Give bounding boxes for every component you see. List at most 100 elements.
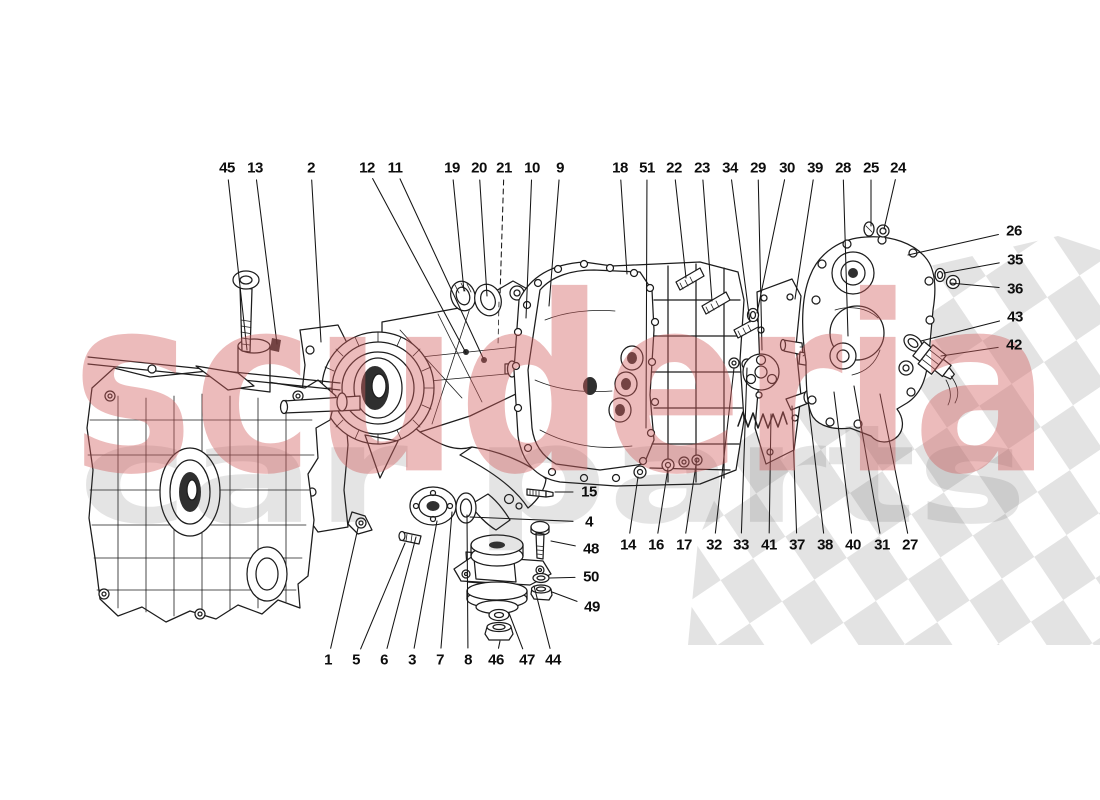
callout-4: 4 (585, 513, 593, 531)
callout-3: 3 (408, 651, 416, 669)
callout-35: 35 (1007, 251, 1023, 269)
leader-line-37 (791, 405, 798, 534)
watermark-subtitle: car parts (78, 395, 1028, 554)
leader-line-48 (550, 540, 576, 547)
leader-line-21 (499, 179, 505, 297)
nut-49 (530, 584, 553, 601)
rear-cover (802, 235, 936, 443)
callout-15: 15 (581, 483, 597, 501)
leader-line-29 (757, 179, 763, 351)
callout-10: 10 (524, 159, 540, 177)
leader-line-18 (620, 179, 628, 275)
seal-ring-20 (474, 283, 502, 317)
leader-line-17 (685, 457, 698, 534)
callout-27: 27 (902, 536, 918, 554)
leader-line-39 (794, 179, 814, 300)
leader-line-24 (883, 179, 896, 230)
callout-17: 17 (676, 536, 692, 554)
callout-42: 42 (1006, 336, 1022, 354)
callout-22: 22 (666, 159, 682, 177)
callout-14: 14 (620, 536, 636, 554)
leader-line-33 (740, 367, 748, 534)
callout-48: 48 (583, 540, 599, 558)
rear-diff-housing (86, 338, 341, 623)
nut-24 (876, 224, 890, 238)
hub-seal (455, 492, 477, 524)
callout-26: 26 (1006, 222, 1022, 240)
mount-washer-47 (488, 608, 510, 622)
leader-line-11 (399, 178, 485, 361)
leader-line-27 (879, 393, 909, 534)
callout-40: 40 (845, 536, 861, 554)
callout-46: 46 (488, 651, 504, 669)
callout-11: 11 (387, 159, 403, 177)
callout-32: 32 (706, 536, 722, 554)
callout-36: 36 (1007, 280, 1023, 298)
leader-line-40 (833, 391, 853, 534)
callout-50: 50 (583, 568, 599, 586)
casing-studs (675, 267, 761, 339)
callout-7: 7 (436, 651, 444, 669)
leader-line-13 (255, 179, 278, 345)
circlip-30 (746, 307, 760, 323)
callout-33: 33 (733, 536, 749, 554)
washer-35 (934, 267, 946, 283)
callout-31: 31 (874, 536, 890, 554)
callout-37: 37 (789, 536, 805, 554)
callout-5: 5 (352, 651, 360, 669)
gearbox-front-housing (299, 280, 547, 535)
callout-20: 20 (471, 159, 487, 177)
callout-45: 45 (219, 159, 235, 177)
leader-line-22 (674, 179, 687, 279)
assembly-axis-21 (497, 301, 500, 347)
callout-9: 9 (556, 159, 564, 177)
stud-15 (526, 488, 554, 498)
gearbox-mount (453, 534, 552, 615)
washer-50 (532, 572, 550, 584)
leader-line-12 (372, 178, 467, 354)
callout-28: 28 (835, 159, 851, 177)
leader-line-38 (807, 399, 825, 534)
leader-line-5 (360, 542, 406, 650)
leader-line-50 (549, 576, 576, 579)
leader-line-45 (227, 179, 248, 351)
leader-line-3 (413, 520, 438, 649)
callout-41: 41 (761, 536, 777, 554)
callout-23: 23 (694, 159, 710, 177)
nut-36 (945, 274, 961, 290)
callout-44: 44 (545, 651, 561, 669)
callout-38: 38 (817, 536, 833, 554)
callout-30: 30 (779, 159, 795, 177)
leader-line-49 (551, 591, 578, 602)
callout-29: 29 (750, 159, 766, 177)
leader-line-4 (469, 516, 574, 522)
leader-line-43 (920, 320, 1001, 342)
callout-1: 1 (324, 651, 332, 669)
callout-25: 25 (863, 159, 879, 177)
callout-34: 34 (722, 159, 738, 177)
leader-line-9 (548, 179, 560, 307)
callout-43: 43 (1007, 308, 1023, 326)
leader-line-20 (479, 179, 488, 297)
callout-49: 49 (584, 598, 600, 616)
leader-line-32 (714, 367, 735, 534)
leader-line-44 (533, 585, 551, 649)
callout-6: 6 (380, 651, 388, 669)
leader-lines (227, 178, 1001, 650)
leader-line-14 (629, 476, 639, 534)
callout-2: 2 (307, 159, 315, 177)
callout-21: 21 (496, 159, 512, 177)
callout-16: 16 (648, 536, 664, 554)
speed-sensor (912, 341, 959, 406)
callout-8: 8 (464, 651, 472, 669)
leader-line-19 (452, 179, 465, 292)
leader-line-23 (702, 179, 713, 302)
leader-line-16 (657, 467, 669, 534)
callout-24: 24 (890, 159, 906, 177)
callout-47: 47 (519, 651, 535, 669)
callout-51: 51 (639, 159, 655, 177)
